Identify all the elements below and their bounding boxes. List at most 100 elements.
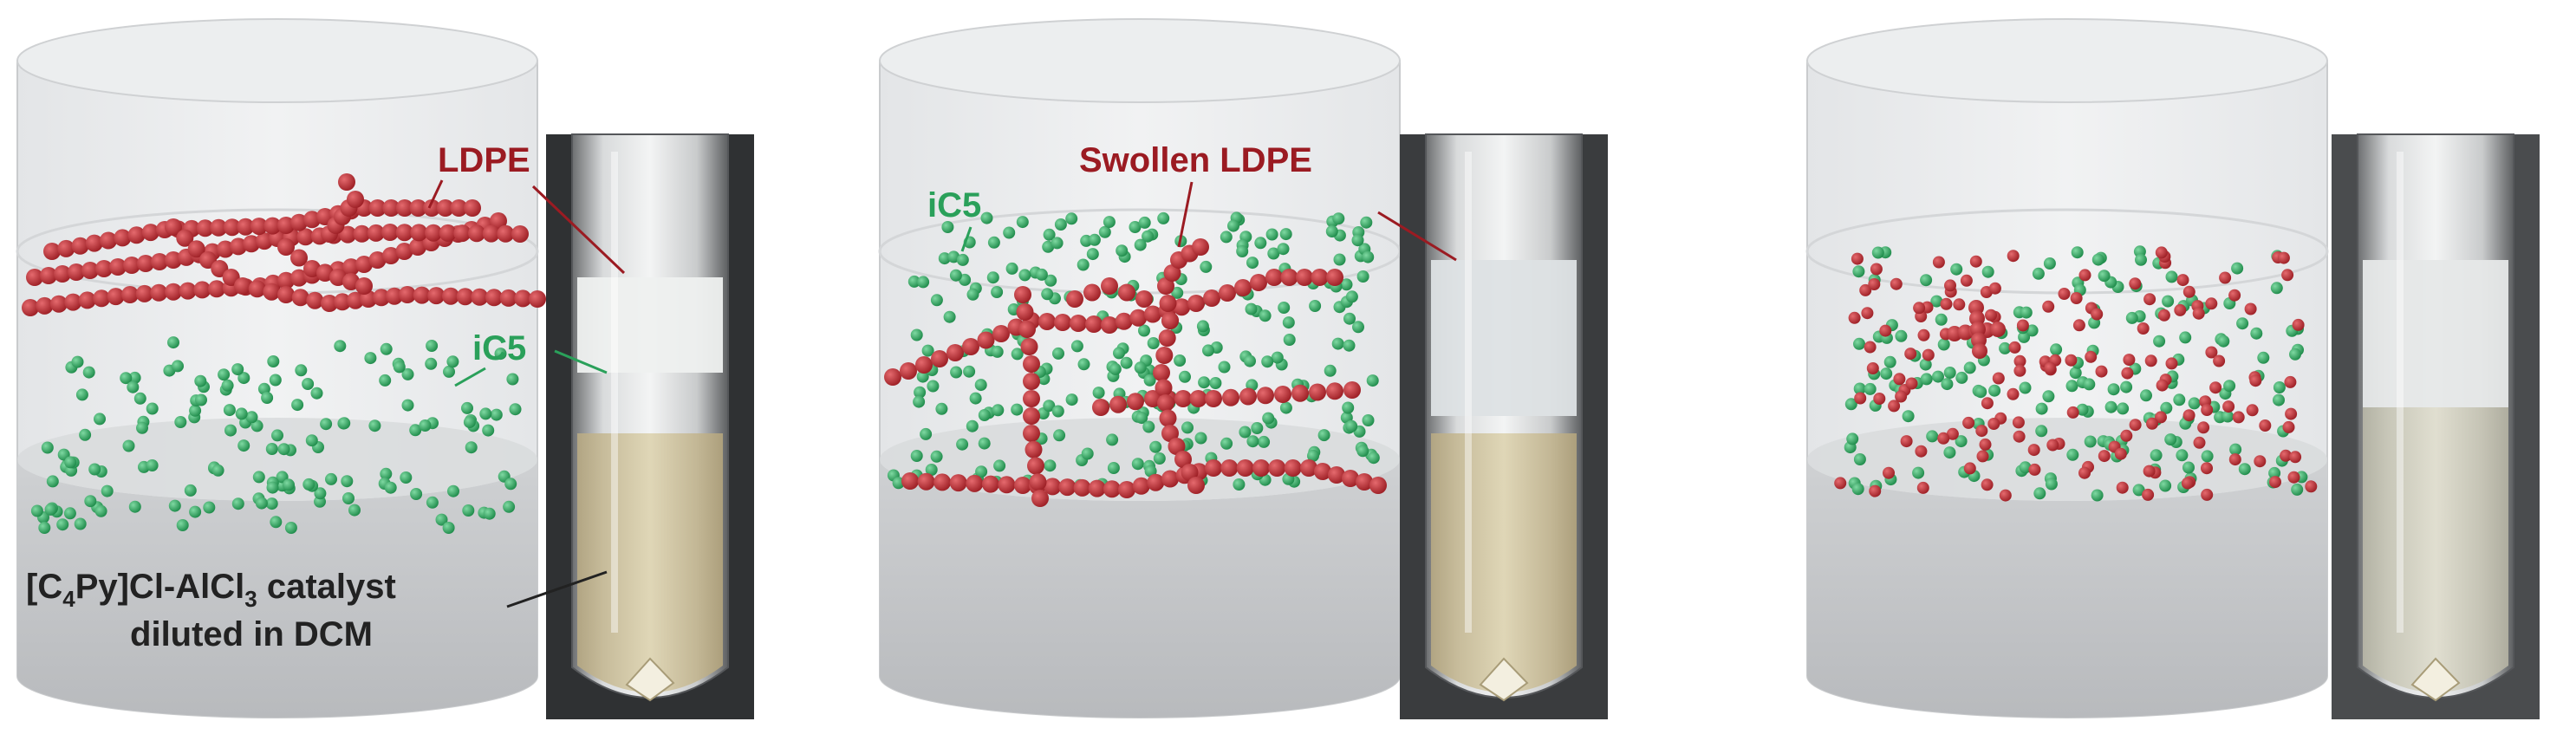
solvent-molecule — [2250, 327, 2263, 340]
solvent-molecule — [2120, 380, 2133, 393]
solvent-molecule — [2153, 335, 2166, 348]
polymer-bead — [2116, 481, 2129, 494]
polymer-bead — [2157, 309, 2170, 322]
solvent-molecule — [1251, 422, 1264, 434]
polymer-bead — [2219, 271, 2232, 284]
solvent-molecule — [128, 371, 141, 384]
polymer-bead — [1027, 457, 1044, 475]
solvent-molecule — [490, 408, 503, 421]
solvent-molecule — [1065, 212, 1078, 225]
polymer-bead — [399, 286, 416, 303]
solvent-molecule — [101, 484, 114, 497]
polymer-bead — [2282, 420, 2295, 433]
solvent-molecule — [2165, 270, 2178, 283]
solvent-molecule — [482, 424, 495, 437]
solvent-molecule — [1367, 452, 1380, 465]
cylinder-top — [879, 18, 1401, 103]
polymer-bead — [2201, 404, 2214, 416]
polymer-bead — [1023, 425, 1040, 442]
solvent-molecule — [1088, 233, 1101, 246]
solvent-molecule — [252, 471, 265, 484]
solvent-molecule — [1236, 245, 1249, 257]
solvent-molecule — [64, 456, 77, 469]
solvent-molecule — [975, 465, 988, 478]
solvent-molecule — [1343, 339, 1356, 352]
solvent-molecule — [1196, 320, 1209, 333]
polymer-bead — [355, 256, 373, 273]
polymer-bead — [2292, 318, 2305, 331]
polymer-bead — [453, 224, 472, 243]
polymer-bead — [1861, 307, 1874, 320]
solvent-molecule — [1937, 338, 1950, 351]
solvent-molecule — [2270, 282, 2283, 295]
polymer-bead — [1174, 451, 1192, 468]
solvent-molecule — [235, 407, 248, 420]
catalyst-line-2: diluted in DCM — [130, 615, 373, 653]
polymer-bead — [2284, 375, 2297, 388]
polymer-bead — [1014, 286, 1031, 303]
polymer-bead — [386, 287, 403, 305]
arrow-swollen-chain — [1177, 181, 1194, 248]
polymer-bead — [334, 293, 351, 311]
polymer-bead — [427, 287, 446, 305]
polymer-bead — [1890, 277, 1903, 290]
svg-text:[C4Py]Cl-AlCl3 catalyst: [C4Py]Cl-AlCl3 catalyst — [26, 568, 396, 612]
solvent-molecule — [237, 372, 250, 385]
polymer-bead — [900, 362, 917, 380]
swollen-polymer-layer — [1431, 260, 1577, 416]
catalyst-sub-2: 3 — [244, 586, 257, 612]
solvent-molecule — [2020, 306, 2033, 319]
solvent-molecule — [1157, 211, 1170, 224]
solvent-molecule — [907, 275, 920, 288]
solvent-molecule — [1333, 253, 1346, 266]
polymer-bead — [121, 286, 139, 303]
solvent-molecule — [1852, 265, 1865, 278]
polymer-bead — [490, 212, 507, 230]
solvent-molecule — [1282, 316, 1295, 329]
solvent-molecule — [1895, 329, 1908, 342]
catalyst-part-2: Py]Cl-AlCl — [75, 568, 245, 606]
solvent-molecule — [2091, 489, 2104, 502]
polymer-bead — [464, 199, 481, 217]
polymer-bead — [373, 289, 390, 307]
polymer-bead — [1250, 274, 1267, 291]
solvent-molecule — [380, 467, 393, 480]
solvent-molecule — [1202, 344, 1214, 357]
solvent-molecule — [1053, 429, 1066, 442]
polymer-bead — [277, 286, 295, 303]
catalyst-liquid — [1431, 433, 1577, 692]
solvent-molecule — [1279, 228, 1292, 241]
polymer-bead — [2121, 367, 2134, 380]
polymer-bead — [54, 265, 71, 283]
solvent-molecule — [966, 288, 979, 301]
test-tube — [2332, 133, 2540, 719]
solvent-molecule — [342, 492, 355, 504]
catalyst-part-3: catalyst — [257, 568, 396, 606]
polymer-bead — [2176, 274, 2189, 287]
solvent-molecule — [1081, 447, 1094, 460]
solvent-molecule — [1044, 459, 1057, 472]
solvent-molecule — [1035, 268, 1048, 281]
solvent-molecule — [494, 348, 507, 361]
solvent-molecule — [969, 392, 982, 405]
solvent-molecule — [1317, 429, 1330, 442]
polymer-bead — [2012, 416, 2025, 429]
solvent-molecule — [1955, 371, 1968, 384]
polymer-bead — [1239, 387, 1257, 406]
polymer-bead — [179, 282, 197, 300]
solvent-molecule — [2065, 380, 2078, 393]
polymer-bead — [355, 277, 373, 295]
polymer-bead — [410, 224, 428, 242]
polymer-bead — [1023, 407, 1040, 425]
polymer-bead — [290, 269, 308, 287]
solvent-molecule — [401, 367, 414, 380]
solvent-molecule — [44, 503, 57, 516]
polymer-bead — [1127, 393, 1144, 411]
polymer-bead — [1144, 305, 1161, 323]
polymer-bead — [1023, 390, 1040, 407]
solvent-molecule — [1262, 412, 1275, 425]
polymer-bead — [217, 240, 234, 258]
solvent-molecule — [291, 399, 304, 412]
test-tube — [546, 133, 754, 719]
solvent-molecule — [987, 236, 1000, 249]
